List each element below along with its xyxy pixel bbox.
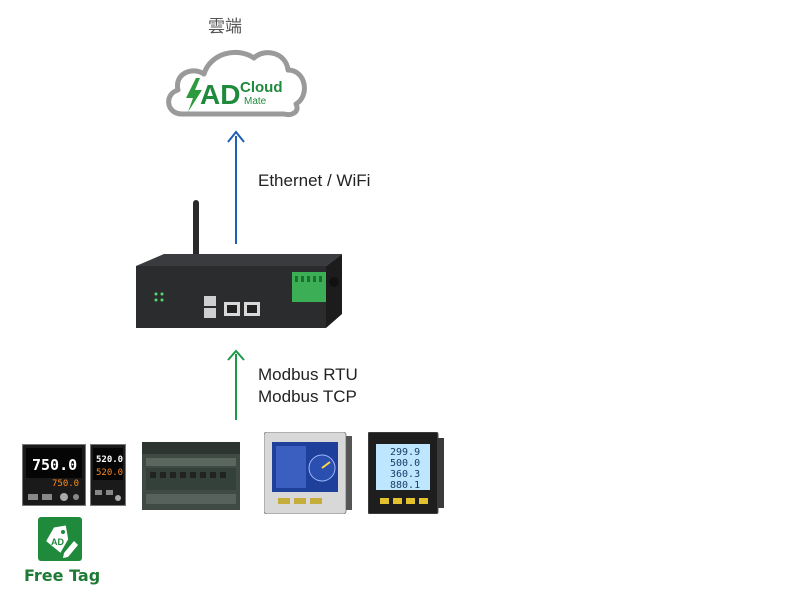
lower-link-label-1: Modbus RTU (258, 365, 358, 384)
cloud-logo: AD Cloud Mate (166, 49, 307, 117)
free-tag-label: Free Tag (24, 566, 101, 585)
upper-link-label: Ethernet / WiFi (258, 171, 371, 190)
power-meter-2: 299.9 500.0 360.3 880.1 (368, 432, 444, 514)
controller2-pv: 520.0 (96, 455, 123, 465)
free-tag-icon-text: AD (51, 537, 64, 547)
cloud-caption: 雲端 (208, 17, 242, 37)
plc-device (142, 442, 240, 510)
logo-mate-text: Mate (244, 96, 267, 107)
power-meter-1 (264, 432, 352, 514)
antenna-icon (193, 200, 199, 266)
upper-arrow (227, 130, 245, 244)
controller2-sp: 520.0 (96, 468, 123, 478)
usb-port-icon (204, 296, 216, 306)
usb-port-icon (204, 308, 216, 318)
temperature-controller-1: 750.0 750.0 (22, 444, 86, 506)
knob-icon (329, 277, 339, 287)
meter-line-3: 360.3 (390, 469, 420, 480)
temperature-controller-2: 520.0 520.0 (90, 444, 126, 506)
cloud-outline-icon (166, 49, 307, 117)
meter-line-2: 500.0 (390, 458, 420, 469)
meter-line-4: 880.1 (390, 480, 420, 491)
gateway-device (136, 200, 342, 328)
logo-cloud-text: Cloud (240, 79, 283, 96)
meter-line-1: 299.9 (390, 447, 420, 458)
lower-arrow (227, 349, 245, 420)
controller1-sp: 750.0 (52, 479, 79, 489)
free-tag-icon: AD (38, 517, 82, 561)
controller1-pv: 750.0 (32, 456, 77, 474)
logo-main-text: AD (200, 79, 240, 110)
lightning-bolt-icon (186, 78, 202, 112)
lower-link-label-2: Modbus TCP (258, 387, 357, 406)
pencil-icon (63, 541, 78, 558)
